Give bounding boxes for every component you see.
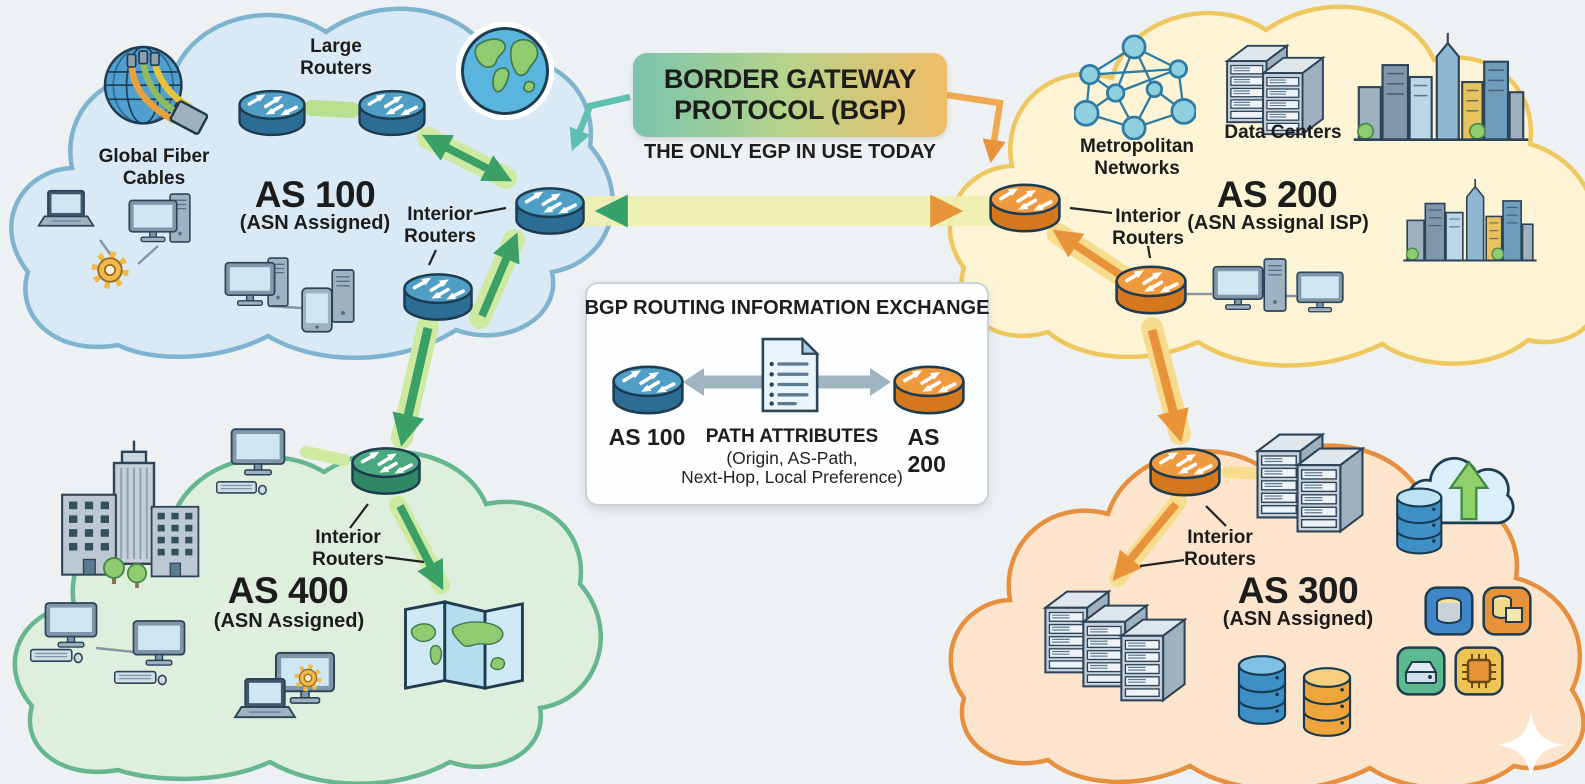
bgp-title-line2: PROTOCOL (BGP) bbox=[674, 95, 906, 125]
as300-server-top-2-icon bbox=[1296, 447, 1364, 533]
storage-app-icons bbox=[1396, 586, 1532, 696]
as100-tablet-icon bbox=[301, 287, 333, 333]
bgp-arrows bbox=[392, 91, 1189, 591]
bgp-subtitle: THE ONLY EGP IN USE TODAY bbox=[644, 141, 936, 163]
as200-interior-router-icon bbox=[1114, 264, 1188, 316]
database-blue-icon bbox=[1237, 655, 1287, 725]
as400-building-right-icon bbox=[150, 505, 200, 578]
as300-server-rack-3-icon bbox=[1120, 618, 1186, 702]
as200-name: AS 200 bbox=[1216, 174, 1338, 215]
as100-interior-router-icon bbox=[402, 272, 474, 322]
as100-internal-arrow bbox=[421, 134, 513, 182]
as300-name: AS 300 bbox=[1237, 570, 1359, 611]
as100-tower-pc3-icon bbox=[331, 269, 355, 323]
exchange-as200-label: AS 200 bbox=[907, 424, 946, 477]
as300-interior-router-icon bbox=[1148, 446, 1222, 498]
as400-highrise-icon bbox=[112, 439, 156, 566]
path-attributes-title: PATH ATTRIBUTES bbox=[705, 426, 879, 447]
world-map-icon bbox=[404, 600, 524, 690]
earth-globe-icon bbox=[454, 20, 556, 122]
path-attributes-line1: (Origin, AS-Path, bbox=[726, 448, 858, 468]
as100-border-router-icon bbox=[514, 186, 586, 236]
label-pointers bbox=[349, 206, 1227, 568]
as400-subtitle: (ASN Assigned) bbox=[213, 610, 365, 632]
as100-large-router-1-icon bbox=[237, 89, 307, 137]
exchange-as200-router-icon bbox=[886, 358, 972, 422]
exchange-as100-label: AS 100 bbox=[608, 424, 686, 450]
bgp-title-line1: BORDER GATEWAY bbox=[663, 63, 917, 94]
as200-subtitle: (ASN Assignal ISP) bbox=[1187, 212, 1369, 234]
as200-tower-pc-icon bbox=[1263, 258, 1287, 312]
as300-subtitle: (ASN Assigned) bbox=[1222, 608, 1374, 630]
banner-to-as100-arrow bbox=[569, 93, 631, 152]
as200-border-router-icon bbox=[988, 182, 1062, 234]
as100-interior-to-border-arrow bbox=[478, 232, 520, 318]
as100-subtitle: (ASN Assigned) bbox=[239, 212, 391, 234]
as100-name: AS 100 bbox=[254, 174, 376, 215]
data-centers-label: Data Centers bbox=[1224, 122, 1342, 143]
as100-large-router-2-icon bbox=[357, 89, 427, 137]
as200-interior-to-border-arrow bbox=[1052, 229, 1125, 280]
path-attributes-document-icon bbox=[757, 332, 823, 418]
as400-interior-router-icon bbox=[350, 446, 422, 496]
bgp-title-banner: BORDER GATEWAY PROTOCOL (BGP) bbox=[633, 53, 947, 137]
as400-name: AS 400 bbox=[227, 570, 349, 611]
exchange-as100-router-icon bbox=[605, 358, 691, 422]
database-orange-icon bbox=[1302, 667, 1352, 737]
path-attributes-line2: Next-Hop, Local Preference) bbox=[681, 467, 903, 487]
as100-to-as400-arrow bbox=[392, 327, 433, 447]
as400-to-map-arrow bbox=[396, 504, 444, 591]
exchange-heading: BGP ROUTING INFORMATION EXCHANGE bbox=[584, 297, 990, 319]
banner-to-as200-arrow bbox=[946, 91, 1006, 164]
as300-to-servers-arrow bbox=[1112, 501, 1180, 581]
bgp-routing-exchange-box: BGP ROUTING INFORMATION EXCHANGE AS 100 … bbox=[585, 282, 989, 506]
as200-to-as300-arrow bbox=[1147, 328, 1189, 443]
